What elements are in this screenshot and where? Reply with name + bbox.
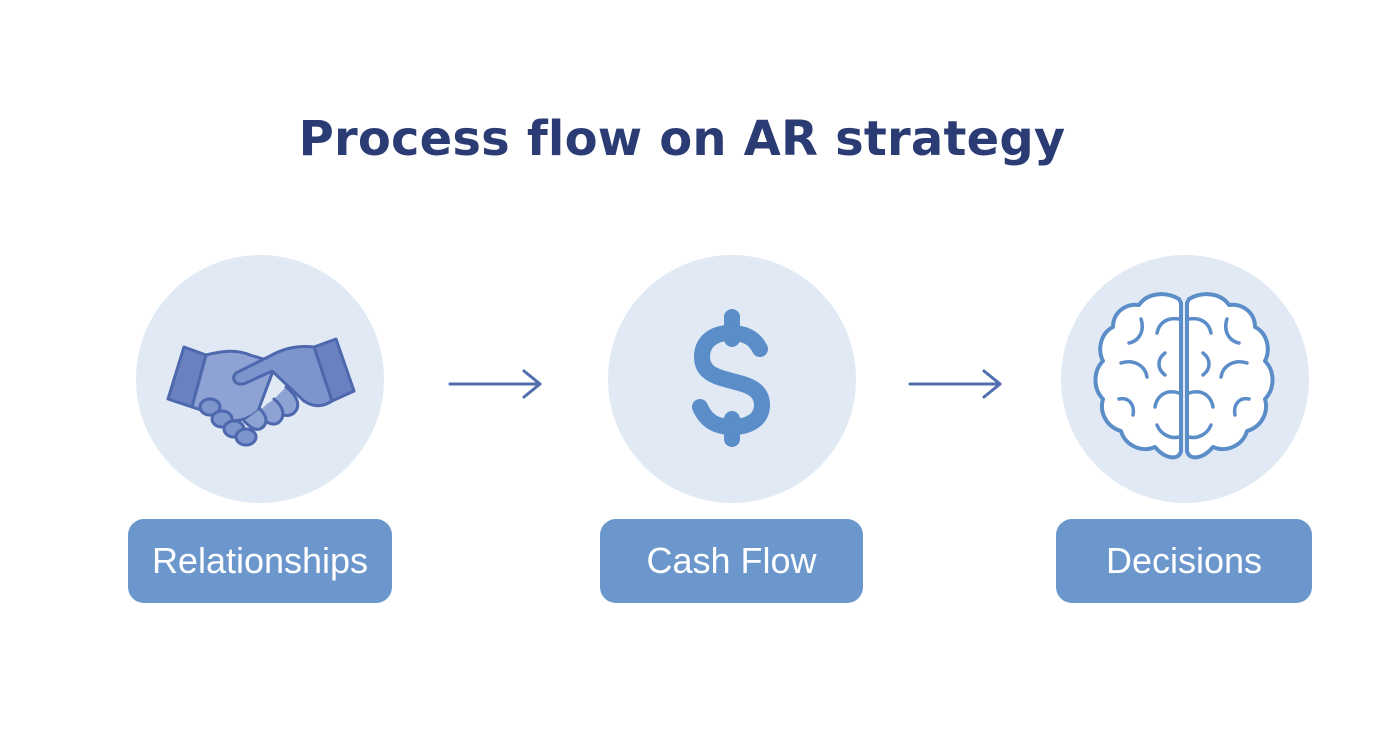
step-decisions-label: Decisions (1056, 519, 1312, 603)
brain-icon (1093, 292, 1275, 460)
dollar-icon (692, 309, 771, 447)
diagram-title: Process flow on AR strategy (298, 111, 1066, 167)
step-decisions-circle (1061, 255, 1309, 503)
step-relationships-label: Relationships (128, 519, 392, 603)
step-cash-flow-circle (608, 255, 856, 503)
step-cash-flow-label: Cash Flow (600, 519, 863, 603)
handshake-icon (166, 337, 356, 447)
arrow-right-icon (448, 369, 542, 399)
step-relationships-circle (136, 255, 384, 503)
arrow-right-icon (908, 369, 1002, 399)
